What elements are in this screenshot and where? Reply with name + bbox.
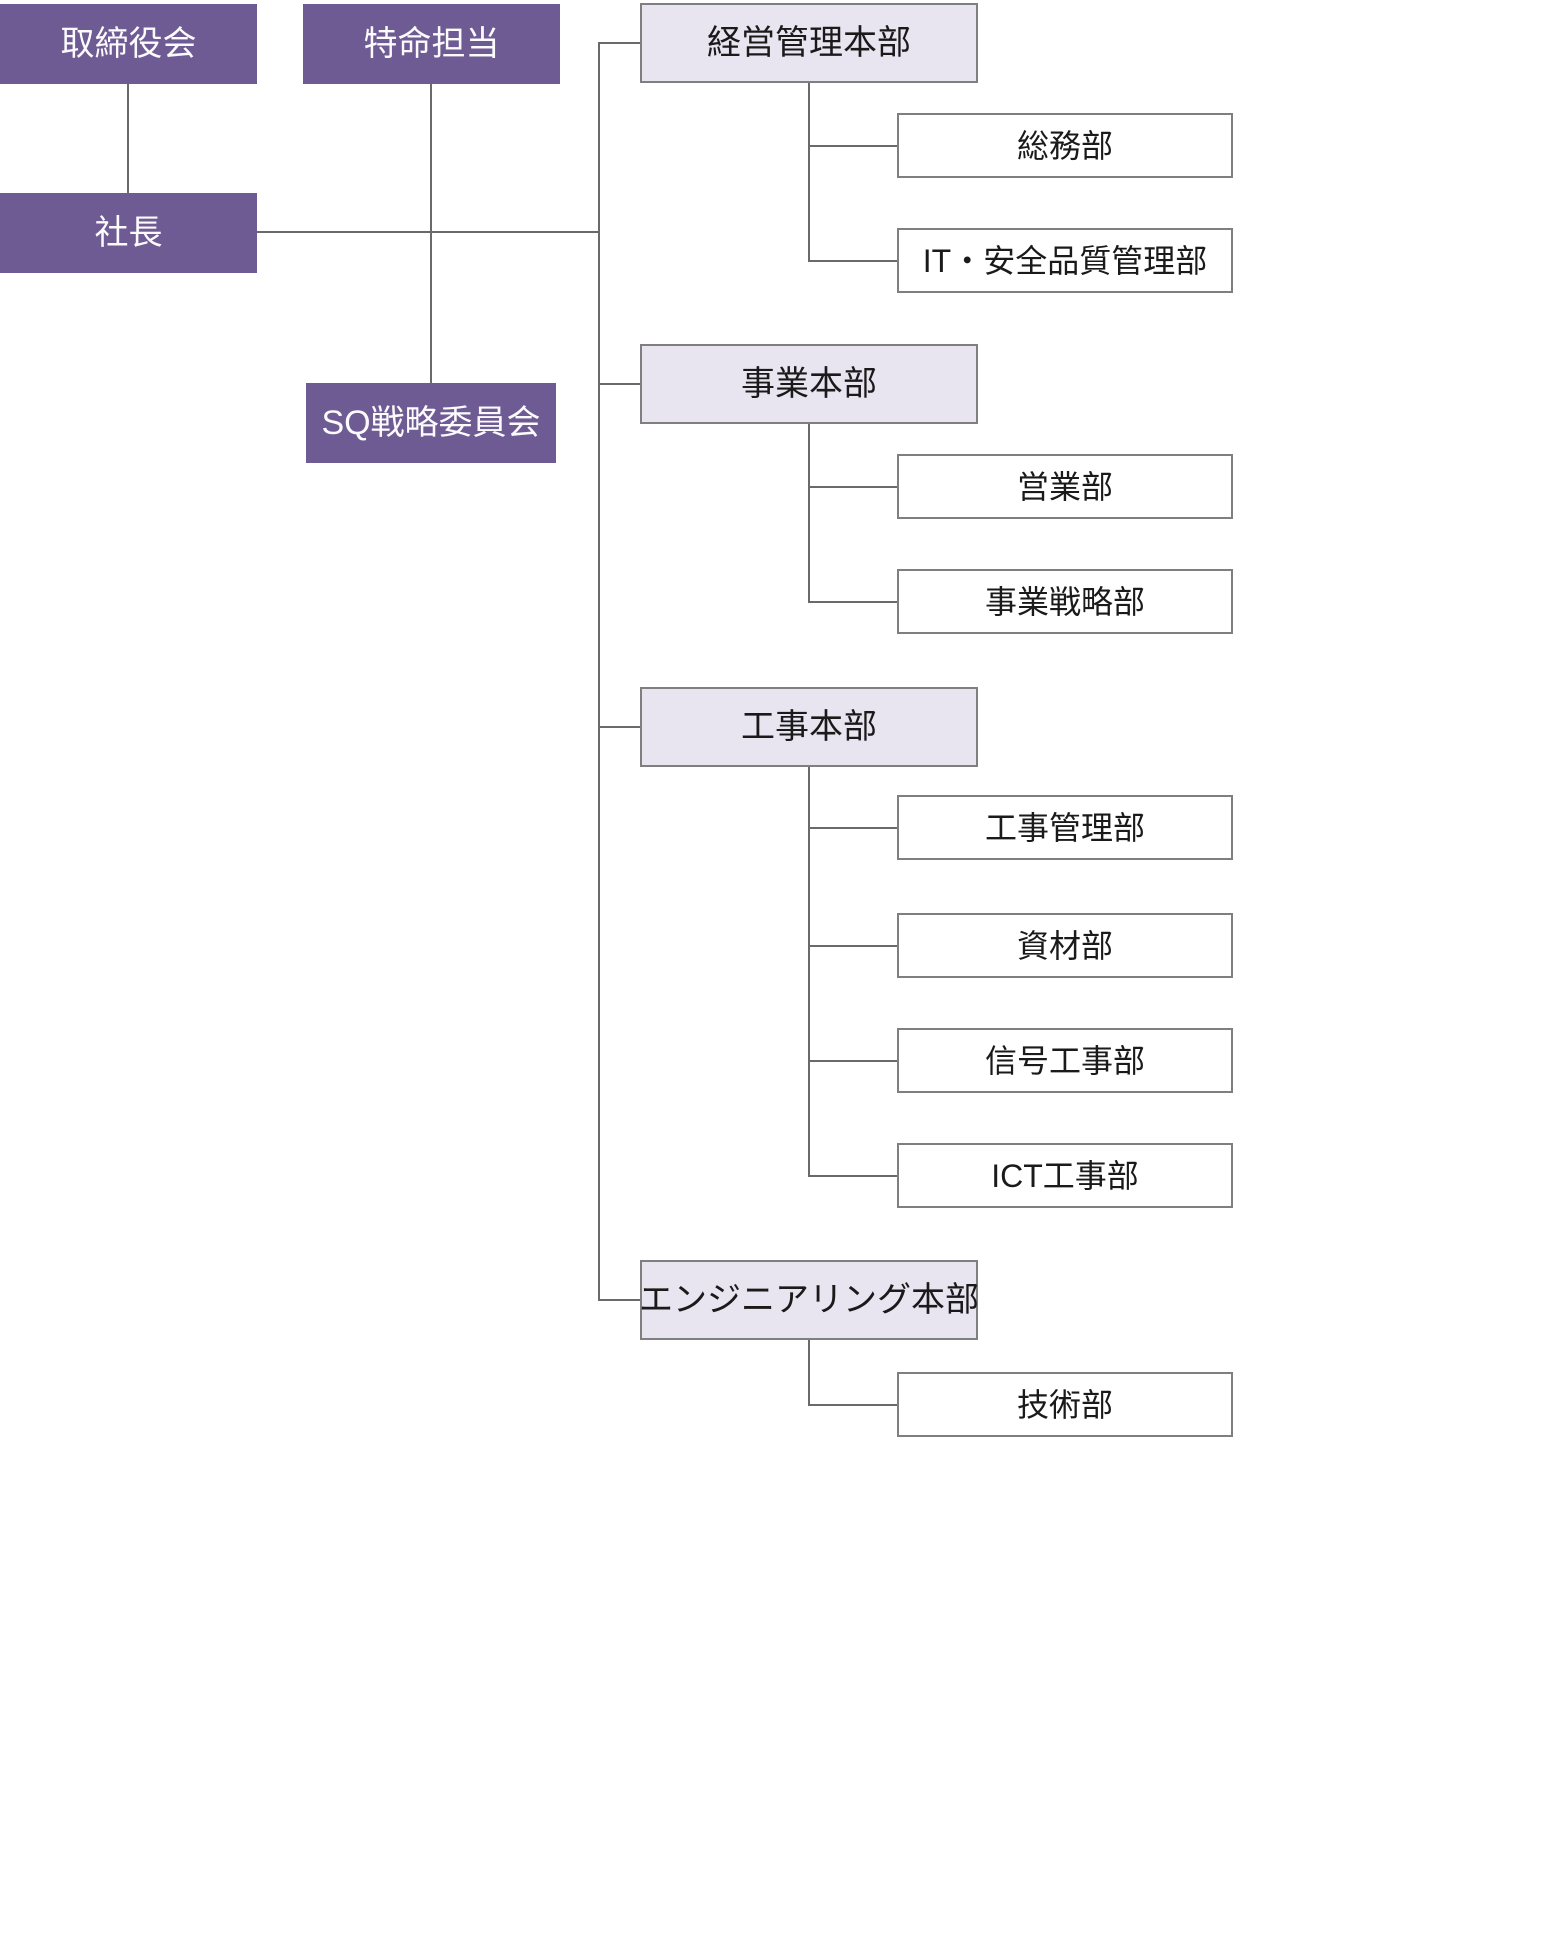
org-node-label: SQ戦略委員会	[321, 403, 541, 442]
org-node-label: 社長	[94, 213, 163, 252]
connector-line	[810, 486, 897, 488]
org-node-sq-strategy-committee: SQ戦略委員会	[306, 383, 556, 463]
connector-line	[600, 1299, 640, 1301]
connector-line	[810, 945, 897, 947]
org-node-sales-dept: 営業部	[897, 454, 1233, 519]
org-node-signal-construction-dept: 信号工事部	[897, 1028, 1233, 1093]
connector-line	[810, 601, 897, 603]
org-node-construction-division: 工事本部	[640, 687, 978, 767]
org-node-label: 工事本部	[741, 707, 877, 746]
org-node-board-of-directors: 取締役会	[0, 4, 257, 84]
connector-line	[810, 145, 897, 147]
connector-line	[600, 383, 640, 385]
org-node-label: 事業戦略部	[984, 583, 1145, 620]
org-node-label: IT・安全品質管理部	[922, 242, 1208, 279]
org-node-label: 総務部	[1016, 127, 1113, 164]
connector-line	[598, 42, 600, 1301]
org-node-materials-dept: 資材部	[897, 913, 1233, 978]
org-node-business-strategy-dept: 事業戦略部	[897, 569, 1233, 634]
connector-line	[810, 1175, 897, 1177]
connector-line	[430, 84, 432, 383]
org-node-general-affairs-dept: 総務部	[897, 113, 1233, 178]
connector-line	[127, 84, 129, 193]
connector-line	[600, 726, 640, 728]
connector-line	[810, 260, 897, 262]
org-node-label: 技術部	[1016, 1386, 1113, 1423]
connector-line	[808, 1340, 810, 1406]
org-node-label: 特命担当	[363, 24, 500, 63]
org-node-construction-management-dept: 工事管理部	[897, 795, 1233, 860]
org-node-label: 事業本部	[741, 364, 877, 403]
org-node-label: 取締役会	[60, 24, 197, 63]
org-node-label: ICT工事部	[991, 1157, 1139, 1194]
connector-line	[810, 827, 897, 829]
org-node-label: 資材部	[1016, 927, 1113, 964]
connector-line	[808, 424, 810, 603]
org-node-ict-construction-dept: ICT工事部	[897, 1143, 1233, 1208]
org-node-label: エンジニアリング本部	[639, 1280, 979, 1319]
connector-line	[810, 1404, 897, 1406]
org-node-label: 工事管理部	[984, 809, 1145, 846]
org-node-label: 営業部	[1016, 468, 1113, 505]
connector-line	[257, 231, 600, 233]
org-node-label: 経営管理本部	[707, 23, 911, 62]
org-node-technology-dept: 技術部	[897, 1372, 1233, 1437]
org-node-engineering-division: エンジニアリング本部	[639, 1260, 979, 1340]
org-node-special-mission: 特命担当	[303, 4, 560, 84]
connector-line	[600, 42, 640, 44]
connector-line	[808, 83, 810, 262]
org-node-management-admin-division: 経営管理本部	[640, 3, 978, 83]
org-node-label: 信号工事部	[984, 1042, 1145, 1079]
org-node-president: 社長	[0, 193, 257, 273]
connector-line	[810, 1060, 897, 1062]
org-node-business-division: 事業本部	[640, 344, 978, 424]
org-node-it-safety-quality-dept: IT・安全品質管理部	[897, 228, 1233, 293]
connector-line	[808, 767, 810, 1177]
